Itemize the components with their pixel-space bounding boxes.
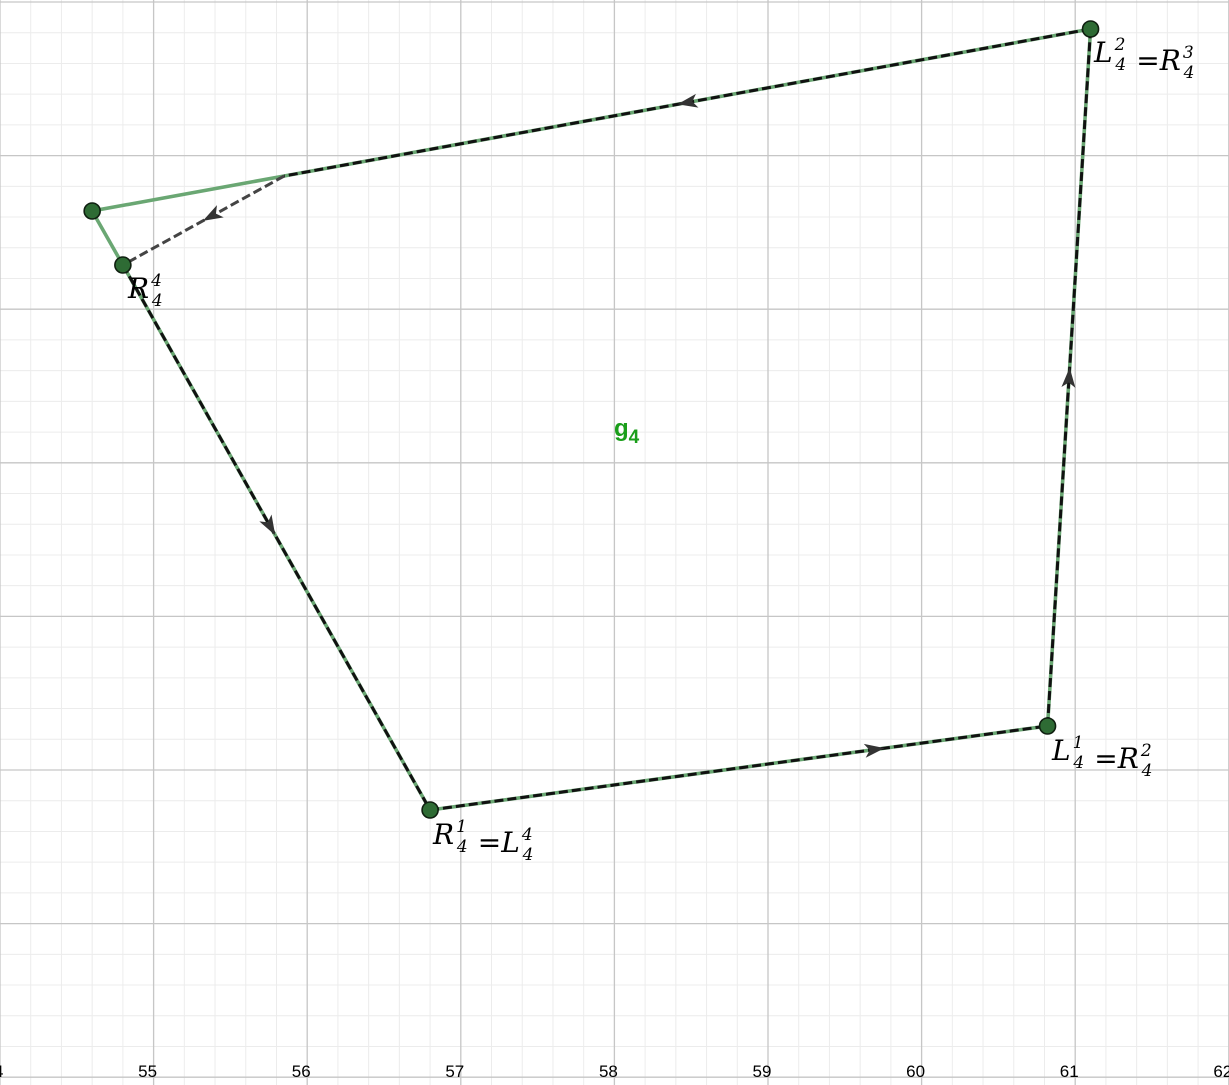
- label-superscript: 2: [1140, 741, 1152, 761]
- label-superscript: 3: [1183, 43, 1194, 63]
- label-symbol: R: [1117, 742, 1139, 775]
- label-equals: =: [1094, 742, 1117, 775]
- label-superscript: 1: [456, 817, 467, 837]
- x-axis-tick-labels: 54 55 56 57 58 59 60 61 62: [0, 1062, 1229, 1081]
- vertex-points: [83, 20, 1100, 819]
- point-R4_4[interactable]: [114, 256, 132, 274]
- x-tick-label: 59: [753, 1062, 772, 1081]
- label-superscript: 1: [1073, 733, 1084, 753]
- label-equals: =: [478, 826, 501, 859]
- label-subscript: 4: [151, 291, 163, 311]
- direction-arrow-icon: [863, 743, 885, 758]
- label-superscript: 4: [150, 271, 162, 291]
- boundary-path: [121, 27, 1093, 812]
- label-superscript: 4: [521, 825, 533, 845]
- polygon-edge: [89, 26, 1093, 812]
- direction-arrow-icon: [1061, 367, 1076, 388]
- label-symbol: R: [127, 272, 149, 305]
- point-L4_1[interactable]: [1038, 717, 1057, 735]
- x-tick-label: 56: [292, 1062, 311, 1081]
- label-symbol: L: [500, 826, 520, 859]
- label-symbol: L: [1093, 36, 1113, 69]
- x-tick-label: 55: [138, 1062, 157, 1081]
- label-subscript: 4: [1072, 753, 1084, 773]
- label-subscript: 4: [1183, 63, 1195, 83]
- label-subscript: 4: [456, 837, 468, 857]
- label-equals: =: [1136, 44, 1159, 77]
- point-L4_2[interactable]: [1081, 20, 1100, 38]
- point-R4_1[interactable]: [421, 801, 439, 819]
- point-E[interactable]: [83, 202, 101, 220]
- direction-arrow-icon: [259, 514, 276, 536]
- label-subscript: 4: [1141, 761, 1153, 781]
- x-tick-label: 61: [1060, 1062, 1079, 1081]
- label-symbol: R: [1159, 44, 1181, 77]
- region-label-g4: g4: [614, 415, 640, 448]
- region-g4-polygon: [89, 26, 1093, 812]
- direction-arrow-icon: [677, 93, 699, 108]
- x-tick-label: 57: [445, 1062, 464, 1081]
- boundary-path-segment: [121, 264, 432, 811]
- label-superscript: 2: [1114, 35, 1126, 55]
- x-tick-label: 54: [0, 1062, 3, 1081]
- direction-arrow-icon: [202, 205, 224, 221]
- label-symbol: L: [1051, 734, 1071, 767]
- label-symbol: R: [432, 818, 454, 851]
- direction-arrows: [202, 93, 1076, 758]
- x-tick-label: 58: [599, 1062, 618, 1081]
- x-tick-label: 62: [1213, 1062, 1229, 1081]
- x-tick-label: 60: [906, 1062, 925, 1081]
- label-subscript: 4: [1114, 55, 1126, 75]
- label-subscript: 4: [522, 845, 534, 865]
